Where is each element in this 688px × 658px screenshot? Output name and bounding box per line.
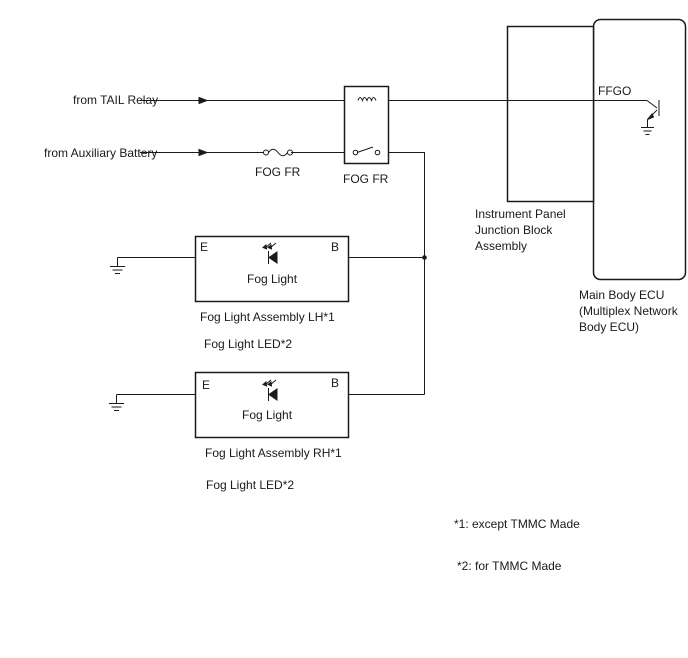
note-1: *1: except TMMC Made	[454, 517, 580, 531]
tail-relay-label: from TAIL Relay	[73, 93, 158, 107]
rh-terminal-e: E	[202, 378, 210, 392]
rh-ground-icon	[109, 394, 124, 411]
ecu-ground-icon	[641, 127, 654, 135]
lh-inner-label: Fog Light	[247, 272, 298, 286]
main-body-ecu-label-line1: Main Body ECU	[579, 288, 664, 302]
relay-label: FOG FR	[343, 172, 389, 186]
junction-block-label-line3: Assembly	[475, 239, 527, 253]
aux-battery-label: from Auxiliary Battery	[44, 146, 157, 160]
main-body-ecu-label-line2: (Multiplex Network	[579, 304, 679, 318]
lh-assembly-label: Fog Light Assembly LH*1	[200, 310, 335, 324]
lh-terminal-e: E	[200, 240, 208, 254]
fuse-label: FOG FR	[255, 165, 301, 179]
ecu-terminal-label: FFGO	[598, 84, 631, 98]
junction-block-label-line1: Instrument Panel	[475, 207, 566, 221]
lh-ground-icon	[110, 257, 125, 274]
fog-light-lh-box	[194, 235, 350, 303]
rh-terminal-b: B	[331, 376, 339, 390]
rh-assembly-label: Fog Light Assembly RH*1	[205, 446, 342, 460]
junction-block-box	[506, 25, 595, 203]
ecu-transistor-symbol	[646, 100, 660, 127]
aux-battery-arrow	[198, 148, 209, 157]
note-2: *2: for TMMC Made	[457, 559, 562, 573]
tail-relay-arrow	[198, 96, 209, 105]
junction-block-label-line2: Junction Block	[475, 223, 553, 237]
main-body-ecu-box	[592, 18, 687, 281]
fuse-symbol	[263, 148, 293, 157]
lh-led-label: Fog Light LED*2	[204, 337, 292, 351]
relay-symbol	[343, 85, 390, 165]
fog-light-rh-led-icon	[262, 379, 278, 401]
fog-light-rh-box	[194, 371, 350, 439]
rh-inner-label: Fog Light	[242, 408, 293, 422]
main-body-ecu-label-line3: Body ECU)	[579, 320, 639, 334]
fog-light-lh-led-icon	[262, 242, 278, 264]
rh-led-label: Fog Light LED*2	[206, 478, 294, 492]
lh-terminal-b: B	[331, 240, 339, 254]
